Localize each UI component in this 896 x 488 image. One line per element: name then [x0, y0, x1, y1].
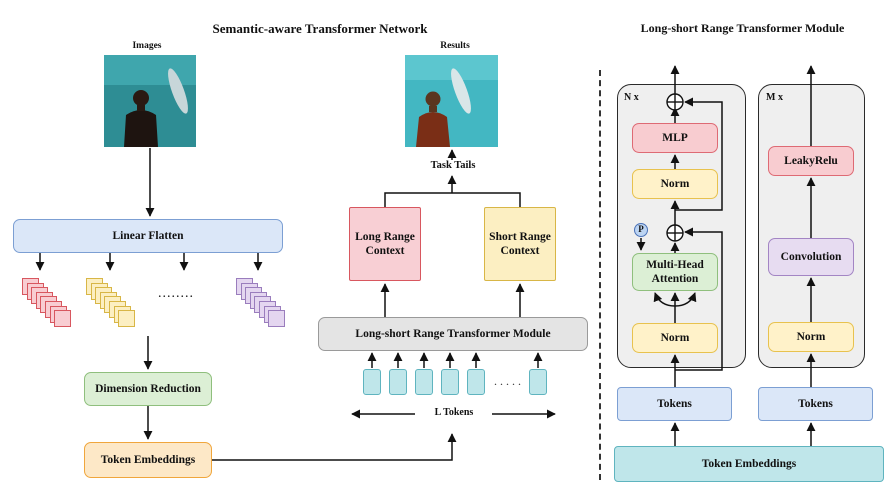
arrow-embed-to-tokens — [212, 433, 457, 461]
convolution-box: Convolution — [768, 238, 854, 276]
token-embeddings-box: Token Embeddings — [84, 442, 212, 478]
patch-dots: ........ — [158, 286, 194, 301]
patch-stack-red — [22, 278, 78, 336]
norm-m-box: Norm — [768, 322, 854, 352]
patch-square — [268, 310, 286, 328]
tokens-left-box: Tokens — [617, 387, 732, 421]
linear-flatten-box: Linear Flatten — [13, 219, 283, 253]
task-tails-label: Task Tails — [430, 160, 476, 171]
token-row — [350, 369, 560, 399]
token-cell — [441, 369, 459, 395]
leaky-relu-box: LeakyRelu — [768, 146, 854, 176]
patch-stack-purple — [236, 278, 292, 336]
positional-p-badge: P — [634, 223, 648, 237]
norm-m-label: Norm — [796, 330, 826, 343]
lsr-module-box: Long-short Range Transformer Module — [318, 317, 588, 351]
norm-bottom-box: Norm — [632, 323, 718, 353]
token-cell — [529, 369, 547, 395]
dimension-reduction-label: Dimension Reduction — [95, 382, 201, 395]
token-embeddings-right-label: Token Embeddings — [701, 457, 797, 470]
long-range-context-label: Long Range Context — [355, 230, 415, 257]
right-title: Long-short Range Transformer Module — [640, 21, 845, 35]
token-embeddings-label: Token Embeddings — [100, 453, 196, 466]
token-cell — [415, 369, 433, 395]
n-label: N x — [624, 92, 639, 103]
linear-flatten-label: Linear Flatten — [112, 229, 184, 242]
token-cell — [467, 369, 485, 395]
left-title: Semantic-aware Transformer Network — [212, 21, 428, 36]
input-image — [104, 55, 196, 147]
convolution-label: Convolution — [780, 250, 842, 263]
token-cell — [363, 369, 381, 395]
images-label: Images — [132, 41, 162, 51]
patch-square — [54, 310, 72, 328]
norm-bottom-label: Norm — [660, 331, 690, 344]
patch-square — [118, 310, 136, 328]
norm-top-box: Norm — [632, 169, 718, 199]
tokens-right-box: Tokens — [758, 387, 873, 421]
long-range-context-box: Long Range Context — [349, 207, 421, 281]
result-image — [405, 55, 498, 147]
short-range-context-box: Short Range Context — [484, 207, 556, 281]
token-dots: . . . . . — [494, 374, 521, 388]
l-tokens-label: L Tokens — [419, 407, 489, 418]
multi-head-attention-box: Multi-Head Attention — [632, 253, 718, 291]
token-embeddings-right-box: Token Embeddings — [614, 446, 884, 482]
dimension-reduction-box: Dimension Reduction — [84, 372, 212, 406]
token-cell — [389, 369, 407, 395]
mlp-label: MLP — [662, 131, 688, 144]
leaky-relu-label: LeakyRelu — [784, 154, 838, 167]
tokens-left-label: Tokens — [657, 397, 692, 410]
short-range-context-label: Short Range Context — [489, 230, 551, 257]
p-label: P — [638, 224, 644, 235]
multi-head-attention-label: Multi-Head Attention — [646, 258, 704, 285]
m-label: M x — [766, 92, 783, 103]
patch-stack-yellow — [86, 278, 142, 336]
section-divider — [599, 70, 601, 480]
results-label: Results — [440, 41, 470, 51]
lsr-module-label: Long-short Range Transformer Module — [355, 327, 551, 340]
tokens-right-label: Tokens — [798, 397, 833, 410]
norm-top-label: Norm — [660, 177, 690, 190]
mlp-box: MLP — [632, 123, 718, 153]
